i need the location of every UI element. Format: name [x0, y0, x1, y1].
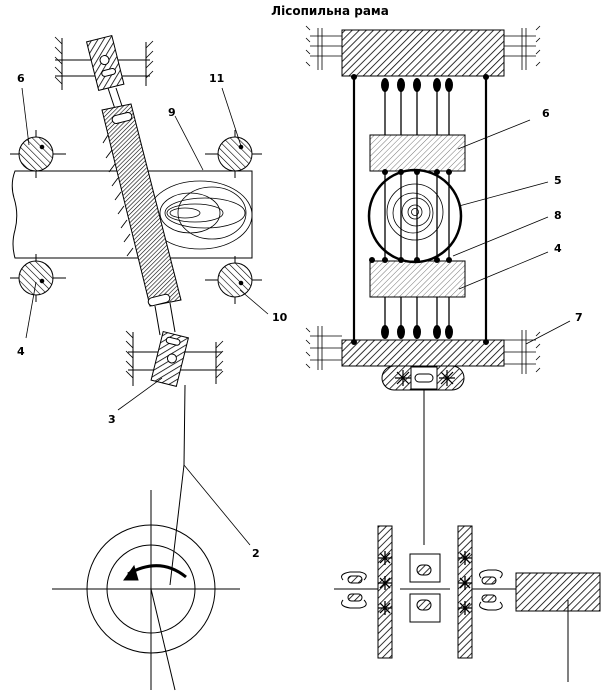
right-leader-lines [452, 119, 571, 345]
label-4-left: 4 [17, 345, 25, 358]
right-front-view [305, 25, 601, 682]
diagram-title: Лісопильна рама [271, 4, 389, 18]
roller-10 [205, 256, 262, 304]
log-cross-section [367, 168, 463, 264]
frame-guides [305, 25, 541, 374]
top-slider [85, 34, 125, 91]
motor [515, 572, 601, 612]
left-leader-lines [21, 87, 269, 546]
transmission [334, 525, 601, 682]
lower-feed-roller [369, 260, 466, 298]
contact-points [369, 169, 452, 263]
blade-wedges-bottom [381, 325, 453, 339]
label-4-right: 4 [554, 242, 562, 255]
label-10: 10 [272, 311, 288, 324]
label-3: 3 [108, 413, 116, 426]
flywheel [52, 490, 240, 691]
label-5: 5 [554, 174, 562, 187]
upper-feed-roller [369, 134, 466, 172]
roller-11 [205, 130, 262, 178]
connecting-rod [183, 384, 186, 466]
label-11: 11 [209, 72, 224, 85]
label-8: 8 [554, 209, 562, 222]
bottom-slider [150, 330, 190, 387]
top-crossbeam [341, 29, 505, 77]
roller-6 [10, 130, 66, 178]
label-7: 7 [575, 311, 583, 324]
label-6-right: 6 [542, 107, 550, 120]
drive-pod [381, 365, 465, 545]
blade-wedges-top [381, 78, 453, 92]
saw-blade [101, 103, 182, 307]
bottom-crossbeam [341, 339, 505, 367]
label-2: 2 [252, 547, 260, 560]
label-9: 9 [168, 106, 176, 119]
left-side-view [10, 34, 269, 691]
label-6-left: 6 [17, 72, 25, 85]
roller-4 [10, 254, 66, 302]
